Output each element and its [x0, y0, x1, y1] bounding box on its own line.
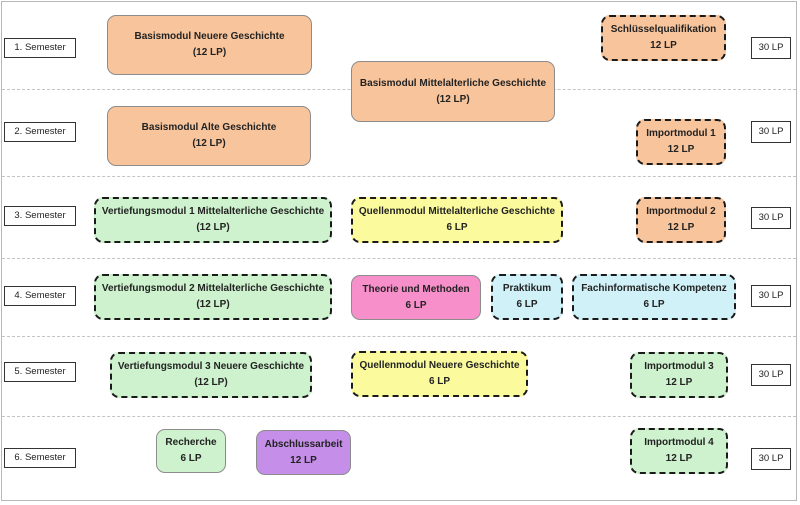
- module-title: Importmodul 1: [646, 128, 716, 139]
- semester-1-label: 1. Semester: [4, 38, 76, 58]
- module-importmodul-2: Importmodul 2 12 LP: [636, 197, 726, 243]
- module-title: Basismodul Neuere Geschichte: [134, 31, 285, 42]
- module-title: Vertiefungsmodul 1 Mittelalterliche Gesc…: [101, 206, 325, 217]
- semester-4-label: 4. Semester: [4, 286, 76, 306]
- module-credits: (12 LP): [436, 93, 470, 105]
- module-credits: 6 LP: [405, 299, 427, 311]
- semester-5-credits: 30 LP: [751, 364, 791, 386]
- module-credits: 6 LP: [643, 299, 665, 310]
- module-title: Quellenmodul Mittelalterliche Geschichte: [358, 206, 556, 217]
- semester-1-credits: 30 LP: [751, 37, 791, 59]
- module-credits: 12 LP: [667, 144, 695, 155]
- module-credits: 12 LP: [665, 377, 693, 388]
- module-vertiefungsmodul-3: Vertiefungsmodul 3 Neuere Geschichte (12…: [110, 352, 312, 398]
- semester-6-label: 6. Semester: [4, 448, 76, 468]
- module-credits: (12 LP): [192, 47, 227, 58]
- module-credits: (12 LP): [196, 222, 230, 233]
- module-title: Fachinformatische Kompetenz: [581, 283, 727, 294]
- semester-6-credits: 30 LP: [751, 448, 791, 470]
- module-recherche: Recherche 6 LP: [156, 429, 226, 473]
- module-vertiefungsmodul-1: Vertiefungsmodul 1 Mittelalterliche Gesc…: [94, 197, 332, 243]
- module-title: Quellenmodul Neuere Geschichte: [359, 360, 520, 371]
- module-vertiefungsmodul-2: Vertiefungsmodul 2 Mittelalterliche Gesc…: [94, 274, 332, 320]
- module-basis-neuere-geschichte: Basismodul Neuere Geschichte (12 LP): [107, 15, 312, 75]
- module-fachinformatische-kompetenz: Fachinformatische Kompetenz 6 LP: [572, 274, 736, 320]
- module-title: Recherche: [165, 437, 217, 448]
- module-basis-mittelalterliche-geschichte: Basismodul Mittelalterliche Geschichte (…: [351, 61, 555, 122]
- module-importmodul-1: Importmodul 1 12 LP: [636, 119, 726, 165]
- module-praktikum: Praktikum 6 LP: [491, 274, 563, 320]
- module-title: Basismodul Mittelalterliche Geschichte: [359, 77, 547, 89]
- module-title: Praktikum: [502, 283, 552, 294]
- semester-3-credits: 30 LP: [751, 207, 791, 229]
- module-quellenmodul-mittelalterliche-geschichte: Quellenmodul Mittelalterliche Geschichte…: [351, 197, 563, 243]
- semester-3-label: 3. Semester: [4, 206, 76, 226]
- module-title: Vertiefungsmodul 3 Neuere Geschichte: [117, 361, 305, 372]
- module-credits: 12 LP: [650, 40, 677, 51]
- row-separator: [2, 258, 796, 259]
- module-title: Importmodul 2: [646, 206, 716, 217]
- module-title: Importmodul 3: [644, 361, 714, 372]
- module-importmodul-3: Importmodul 3 12 LP: [630, 352, 728, 398]
- module-theorie-und-methoden: Theorie und Methoden 6 LP: [351, 275, 481, 320]
- row-separator: [2, 176, 796, 177]
- module-credits: 12 LP: [665, 453, 693, 464]
- module-credits: 12 LP: [290, 454, 317, 466]
- row-separator: [2, 336, 796, 337]
- module-credits: 12 LP: [667, 222, 695, 233]
- module-credits: 6 LP: [428, 376, 451, 387]
- semester-2-label: 2. Semester: [4, 122, 76, 142]
- module-credits: (12 LP): [196, 299, 230, 310]
- module-importmodul-4: Importmodul 4 12 LP: [630, 428, 728, 474]
- module-title: Vertiefungsmodul 2 Mittelalterliche Gesc…: [101, 283, 325, 294]
- module-title: Theorie und Methoden: [362, 283, 470, 295]
- module-title: Basismodul Alte Geschichte: [141, 122, 277, 133]
- module-credits: (12 LP): [192, 138, 226, 149]
- module-basis-alte-geschichte: Basismodul Alte Geschichte (12 LP): [107, 106, 311, 166]
- row-separator: [2, 416, 796, 417]
- module-credits: 6 LP: [180, 453, 202, 464]
- semester-4-credits: 30 LP: [751, 285, 791, 307]
- module-schluesselqualifikation: Schlüsselqualifikation 12 LP: [601, 15, 726, 61]
- module-credits: 6 LP: [516, 299, 538, 310]
- semester-2-credits: 30 LP: [751, 121, 791, 143]
- module-credits: (12 LP): [194, 377, 228, 388]
- module-quellenmodul-neuere-geschichte: Quellenmodul Neuere Geschichte 6 LP: [351, 351, 528, 397]
- module-title: Abschlussarbeit: [264, 438, 343, 450]
- module-title: Schlüsselqualifikation: [610, 24, 717, 35]
- module-title: Importmodul 4: [644, 437, 714, 448]
- module-abschlussarbeit: Abschlussarbeit 12 LP: [256, 430, 351, 475]
- module-credits: 6 LP: [446, 222, 468, 233]
- semester-5-label: 5. Semester: [4, 362, 76, 382]
